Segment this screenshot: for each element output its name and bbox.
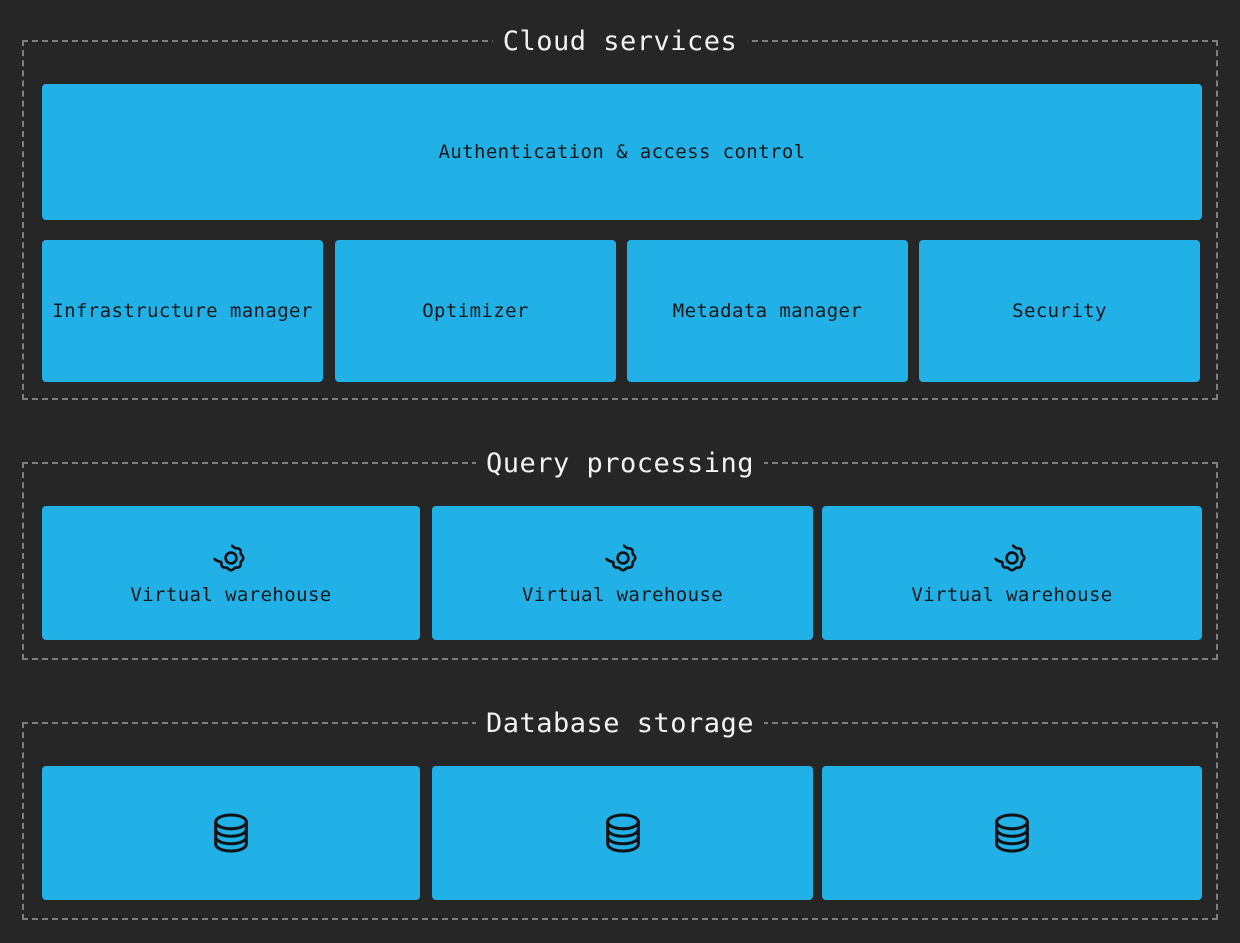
node-virtual-warehouse-3[interactable]: Virtual warehouse — [822, 506, 1202, 640]
node-metadata-manager[interactable]: Metadata manager — [627, 240, 908, 382]
node-optimizer[interactable]: Optimizer — [335, 240, 616, 382]
section-database-storage: Database storage — [22, 709, 1218, 920]
node-label-optimizer: Optimizer — [422, 300, 529, 322]
node-database-2[interactable] — [432, 766, 813, 900]
node-virtual-warehouse-1[interactable]: Virtual warehouse — [42, 506, 420, 640]
node-authentication[interactable]: Authentication & access control — [42, 84, 1202, 220]
database-icon — [989, 810, 1035, 856]
section-title-database-storage: Database storage — [475, 709, 765, 739]
node-label-security: Security — [1012, 300, 1107, 322]
section-title-cloud-services: Cloud services — [492, 27, 748, 57]
section-body-database-storage — [24, 724, 1216, 918]
node-label-virtual-warehouse-3: Virtual warehouse — [911, 584, 1113, 606]
node-database-3[interactable] — [822, 766, 1202, 900]
section-title-query-processing: Query processing — [475, 449, 765, 479]
node-virtual-warehouse-2[interactable]: Virtual warehouse — [432, 506, 813, 640]
gear-icon — [993, 539, 1031, 577]
section-cloud-services: Cloud services Authentication & access c… — [22, 27, 1218, 400]
node-infrastructure-manager[interactable]: Infrastructure manager — [42, 240, 323, 382]
node-label-virtual-warehouse-2: Virtual warehouse — [521, 584, 724, 606]
node-label-infrastructure-manager: Infrastructure manager — [52, 300, 313, 322]
node-label-authentication: Authentication & access control — [438, 141, 806, 163]
gear-icon — [212, 539, 250, 577]
database-icon — [208, 810, 254, 856]
node-label-metadata-manager: Metadata manager — [672, 300, 863, 322]
section-body-query-processing: Virtual warehouse Virtual warehouse — [24, 464, 1216, 658]
node-database-1[interactable] — [42, 766, 420, 900]
section-body-cloud-services: Authentication & access control Infrastr… — [24, 42, 1216, 398]
section-query-processing: Query processing Virtual warehouse — [22, 449, 1218, 660]
node-security[interactable]: Security — [919, 240, 1200, 382]
gear-icon — [604, 539, 642, 577]
database-icon — [600, 810, 646, 856]
node-label-virtual-warehouse-1: Virtual warehouse — [130, 584, 332, 606]
